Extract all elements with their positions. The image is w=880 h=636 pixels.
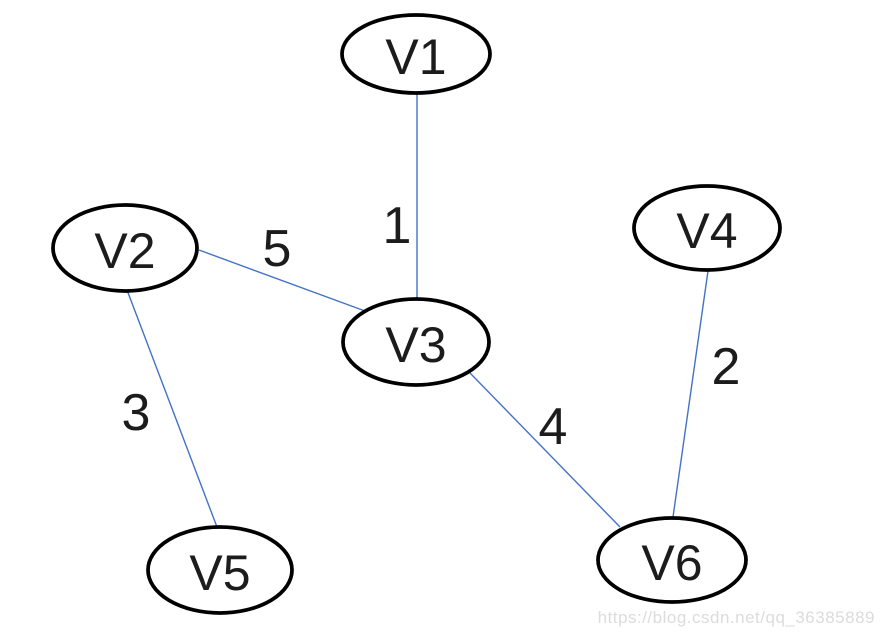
node-V6 bbox=[596, 516, 748, 604]
node-label-V5: V5 bbox=[189, 545, 250, 601]
node-V1 bbox=[340, 13, 492, 95]
node-V4 bbox=[632, 184, 782, 272]
edge-weight-V1-V3: 1 bbox=[383, 197, 412, 255]
node-label-V4: V4 bbox=[676, 203, 737, 259]
edge-weight-V4-V6: 2 bbox=[712, 338, 741, 396]
edge-weight-V2-V5: 3 bbox=[122, 384, 151, 442]
edge-weight-V3-V6: 4 bbox=[539, 398, 568, 456]
node-label-V3: V3 bbox=[385, 317, 446, 373]
edge-V2-V3 bbox=[198, 249, 366, 312]
edge-V4-V6 bbox=[672, 270, 709, 518]
node-V3 bbox=[341, 297, 491, 387]
edge-weight-V2-V3: 5 bbox=[263, 220, 292, 278]
node-label-V6: V6 bbox=[641, 535, 702, 591]
edge-V3-V6 bbox=[469, 372, 621, 528]
node-label-V1: V1 bbox=[385, 29, 446, 85]
watermark: https://blog.csdn.net/qq_36385889 bbox=[597, 608, 875, 627]
node-V5 bbox=[146, 525, 294, 615]
edge-V2-V5 bbox=[126, 289, 218, 528]
node-V2 bbox=[51, 203, 199, 293]
node-label-V2: V2 bbox=[94, 223, 155, 279]
